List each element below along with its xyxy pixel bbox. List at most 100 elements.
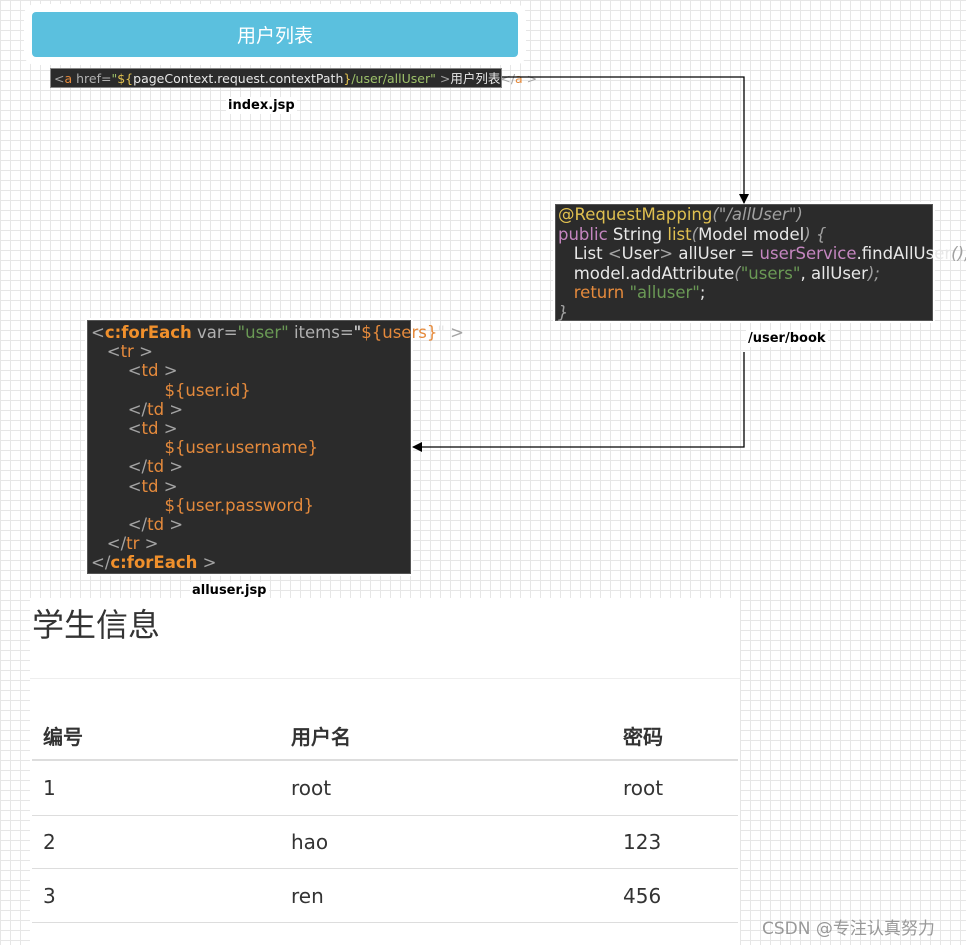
- code-token: <: [91, 323, 105, 342]
- column-header-username: 用户名: [291, 725, 351, 749]
- cell-username: root: [291, 776, 332, 800]
- code-token: >: [522, 71, 538, 86]
- code-token: <: [127, 361, 142, 381]
- code-token: td: [147, 515, 165, 535]
- code-token: "users": [740, 263, 801, 283]
- code-token: return: [573, 283, 625, 302]
- cell-password: 456: [623, 884, 662, 908]
- code-token: </: [106, 534, 127, 554]
- cell-username: ren: [291, 884, 324, 908]
- arrow-index-to-controller: [502, 76, 749, 204]
- code-token: <: [106, 342, 121, 362]
- code-token: /user/allUser: [351, 71, 431, 86]
- code-token: tr: [126, 534, 140, 554]
- code-token: <: [607, 244, 622, 263]
- code-token: >: [164, 399, 184, 419]
- row-divider: [32, 922, 738, 923]
- cell-id: 2: [43, 830, 56, 854]
- code-token: <: [127, 419, 142, 439]
- code-token: ": [353, 323, 362, 342]
- code-token: var=: [191, 323, 238, 342]
- code-token: items=: [288, 323, 354, 342]
- alluser-jsp-label: alluser.jsp: [190, 582, 269, 599]
- code-token: @RequestMapping: [558, 205, 713, 224]
- code-token: >: [158, 361, 178, 381]
- code-token: ": [111, 71, 118, 86]
- code-token: td: [141, 361, 159, 381]
- code-token: tr: [120, 342, 134, 362]
- code-token: >: [435, 71, 451, 86]
- code-token: ${user.password}: [164, 495, 314, 515]
- cell-password: 123: [623, 830, 662, 854]
- controller-label: /user/book: [746, 330, 828, 347]
- code-token: </: [127, 399, 148, 419]
- code-token: "alluser": [624, 283, 700, 302]
- code-token: public: [558, 224, 608, 244]
- code-token: ();: [951, 244, 966, 263]
- code-token: a: [64, 71, 73, 86]
- code-token: ": [437, 323, 445, 342]
- code-token: List: [558, 244, 608, 263]
- column-header-id: 编号: [43, 725, 83, 749]
- code-token: Model model: [698, 224, 805, 244]
- code-token: }: [558, 302, 569, 322]
- code-token: , allUser: [800, 263, 868, 283]
- code-token: <: [54, 71, 65, 86]
- code-token: ${: [117, 71, 134, 86]
- code-token: (: [691, 224, 699, 244]
- code-token: ) {: [804, 224, 827, 244]
- cell-id: 3: [43, 884, 56, 908]
- student-info-panel: 学生信息 编号 用户名 密码 1 root root 2 hao 123 3 r…: [30, 598, 740, 945]
- code-token: }: [343, 71, 352, 86]
- header-divider: [32, 759, 738, 761]
- code-token: >: [139, 534, 159, 554]
- code-token: td: [147, 457, 165, 477]
- code-token: </: [91, 553, 111, 573]
- user-list-button[interactable]: 用户列表: [32, 12, 518, 57]
- code-token: href=: [72, 71, 112, 86]
- column-header-password: 密码: [623, 725, 663, 749]
- row-divider: [32, 815, 738, 816]
- code-token: ${users}: [361, 323, 438, 342]
- code-token: ": [430, 71, 436, 86]
- code-token: >: [164, 457, 184, 477]
- cell-id: 1: [43, 776, 56, 800]
- page-title: 学生信息: [32, 606, 161, 644]
- code-token: ${user.username}: [164, 438, 319, 458]
- index-jsp-code: <a href="${pageContext.request.contextPa…: [50, 68, 537, 88]
- code-token: (: [734, 263, 741, 283]
- title-divider: [30, 678, 740, 679]
- code-token: );: [867, 263, 880, 283]
- watermark: CSDN @专注认真努力: [762, 919, 935, 939]
- code-token: c:forEach: [104, 323, 192, 342]
- code-token: >: [444, 323, 465, 342]
- code-token: </: [500, 71, 516, 86]
- code-token: ;: [699, 283, 706, 302]
- code-token: User: [621, 244, 660, 263]
- code-token: a: [515, 71, 523, 86]
- code-token: String: [607, 224, 668, 244]
- row-divider: [32, 868, 738, 869]
- code-token: c:forEach: [110, 553, 198, 573]
- code-token: >: [158, 476, 178, 496]
- code-token: >: [197, 553, 217, 573]
- code-token: userService: [759, 244, 857, 263]
- code-token: >: [158, 419, 178, 439]
- code-token: model.addAttribute: [558, 263, 735, 283]
- code-token: 用户列表: [450, 71, 501, 86]
- code-token: td: [141, 476, 159, 496]
- code-token: .findAllUser: [856, 244, 952, 263]
- arrow-controller-to-jsp: [412, 352, 745, 452]
- index-jsp-label: index.jsp: [226, 97, 297, 114]
- code-token: >: [133, 342, 153, 362]
- code-token: >: [659, 244, 674, 263]
- code-token: ("/allUser"): [712, 205, 803, 224]
- code-token: td: [141, 419, 159, 439]
- code-token: ${user.id}: [164, 380, 251, 400]
- code-token: allUser =: [673, 244, 760, 263]
- code-token: td: [147, 399, 165, 419]
- code-token: >: [164, 515, 184, 535]
- code-token: pageContext.request.contextPath: [133, 71, 344, 86]
- code-token: "user": [237, 323, 289, 342]
